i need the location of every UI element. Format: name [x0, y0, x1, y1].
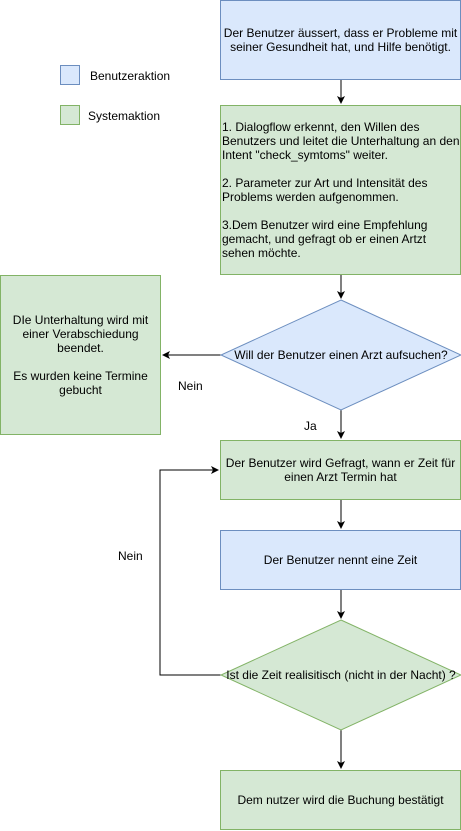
- node-user-time: Der Benutzer nennt eine Zeit: [220, 530, 461, 590]
- legend-user-label: Benutzeraktion: [90, 69, 171, 83]
- node-confirm: Dem nutzer wird die Buchung bestätigt: [220, 770, 461, 830]
- node-end-no-text: DIe Unterhaltung wird mit einer Verabsch…: [12, 313, 149, 397]
- decision-time-shape: [219, 619, 461, 731]
- node-dialogflow: 1. Dialogflow erkennt, den Willen des Be…: [220, 105, 461, 275]
- node-end-no: DIe Unterhaltung wird mit einer Verabsch…: [0, 275, 161, 435]
- node-ask-time-text: Der Benutzer wird Gefragt, wann er Zeit …: [225, 456, 456, 484]
- node-ask-time: Der Benutzer wird Gefragt, wann er Zeit …: [220, 440, 461, 500]
- decision-doctor-label: Will der Benutzer einen Arzt aufsuchen?: [234, 348, 448, 362]
- node-dialogflow-text: 1. Dialogflow erkennt, den Willen des Be…: [222, 120, 460, 260]
- edge-label-yes-doctor: Ja: [304, 419, 317, 433]
- legend-user-swatch: [60, 65, 80, 85]
- node-start-text: Der Benutzer äussert, dass er Probleme m…: [223, 26, 458, 54]
- legend-system-label: Systemaktion: [88, 109, 161, 123]
- node-start: Der Benutzer äussert, dass er Probleme m…: [220, 0, 461, 80]
- node-confirm-text: Dem nutzer wird die Buchung bestätigt: [237, 793, 444, 807]
- edge-label-no-time: Nein: [118, 549, 143, 563]
- node-user-time-text: Der Benutzer nennt eine Zeit: [263, 553, 418, 567]
- decision-time-label: Ist die Zeit realisitisch (nicht in der …: [226, 668, 456, 682]
- edge-decision-time-no-loop: [159, 466, 221, 676]
- decision-doctor-shape: [219, 299, 461, 411]
- legend-system-swatch: [60, 105, 80, 125]
- edge-label-no-doctor: Nein: [178, 379, 203, 393]
